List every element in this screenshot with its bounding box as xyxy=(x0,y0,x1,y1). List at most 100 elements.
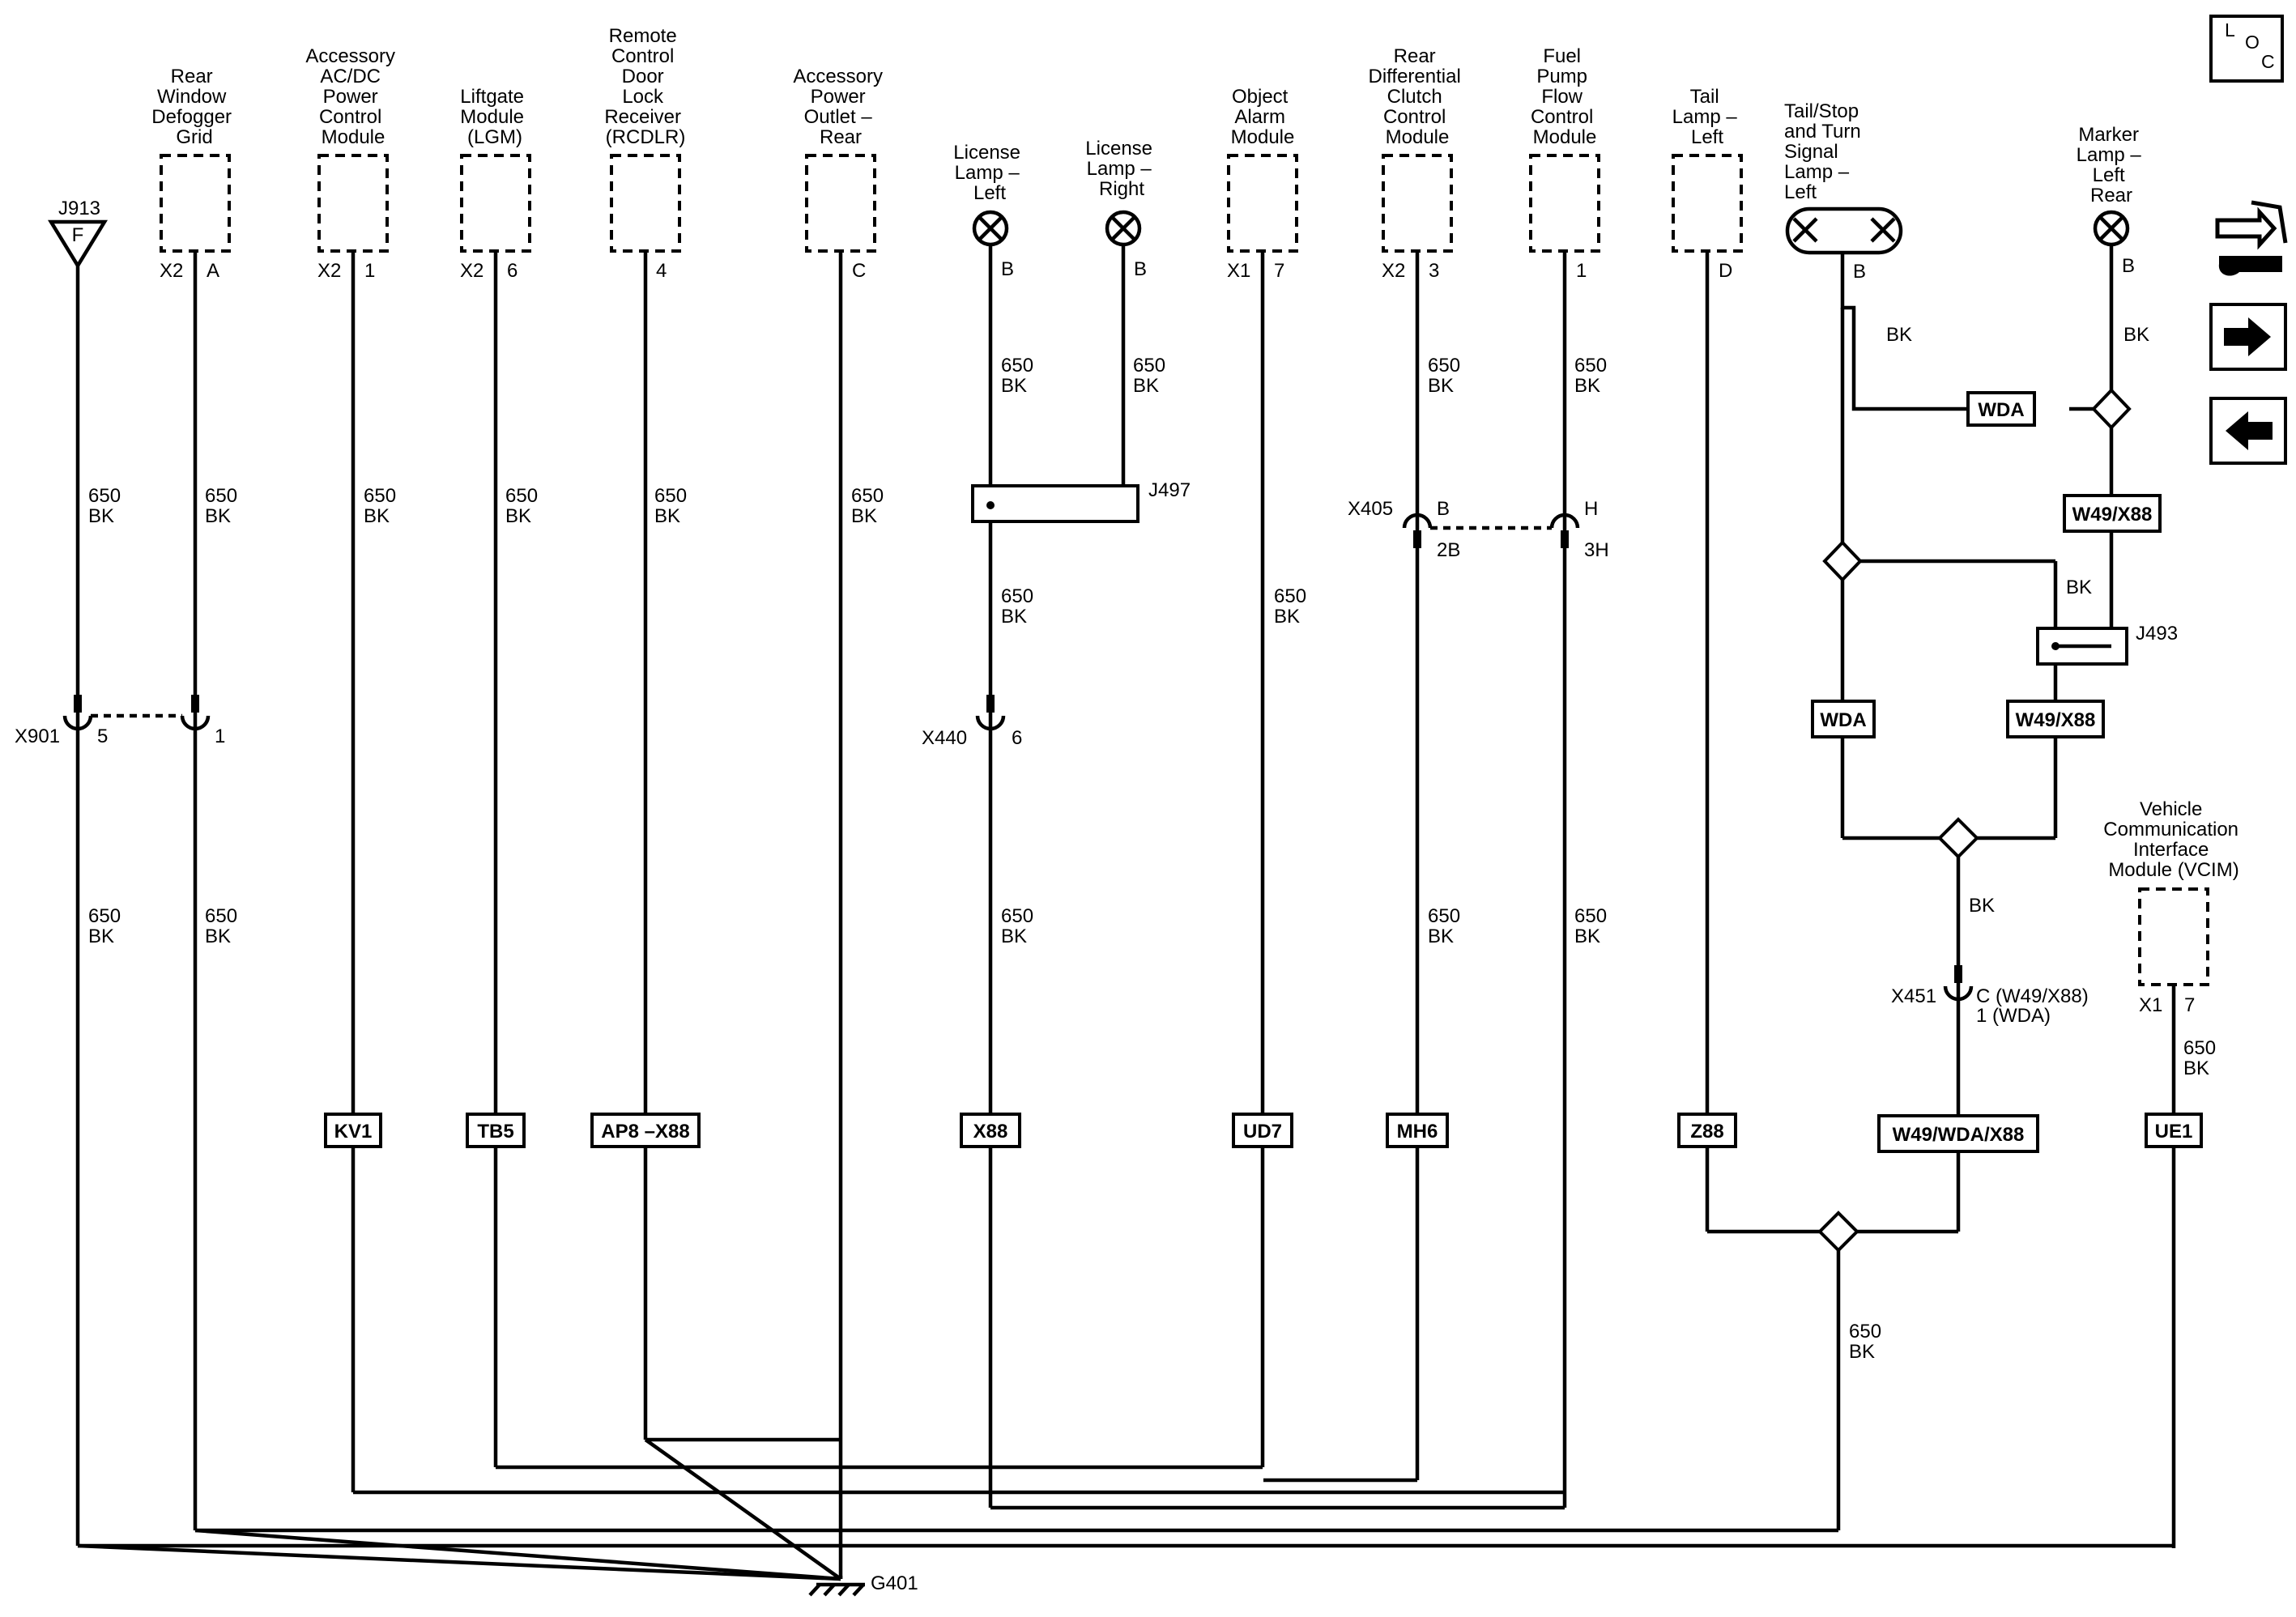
svg-text:C: C xyxy=(2261,51,2275,72)
svg-text:C: C xyxy=(852,260,866,282)
svg-text:C (W49/X88): C (W49/X88) xyxy=(1976,985,2089,1007)
arrow-left-icon[interactable] xyxy=(2209,397,2287,465)
x405-connector: X405 B H 2B 3H xyxy=(1348,498,1609,561)
svg-text:1 (WDA): 1 (WDA) xyxy=(1976,1005,2051,1027)
svg-text:6: 6 xyxy=(1012,727,1022,749)
j913-pin-label: F xyxy=(72,224,84,246)
arrow-right-icon[interactable] xyxy=(2209,303,2287,371)
svg-text:X440: X440 xyxy=(922,727,967,749)
rear-diff-module-box xyxy=(1382,154,1453,253)
marker-lamp-left-rear-label: Marker Lamp – Left Rear xyxy=(2077,124,2147,206)
loc-icon[interactable]: L O C xyxy=(2209,15,2284,83)
option-boxes: KV1 TB5 AP8 –X88 X88 UD7 MH6 Z88 W49/WD xyxy=(324,391,2203,1153)
svg-text:W49/X88: W49/X88 xyxy=(2072,504,2153,526)
acc-power-outlet-box xyxy=(805,154,876,253)
j913-label: J913 xyxy=(58,198,100,219)
option-mh6: MH6 xyxy=(1386,1113,1449,1148)
rear-defogger-box xyxy=(160,154,231,253)
svg-text:UE1: UE1 xyxy=(2155,1121,2193,1143)
svg-text:TB5: TB5 xyxy=(477,1121,513,1143)
option-wda-mid: WDA xyxy=(1811,700,1876,738)
svg-text:X1: X1 xyxy=(1227,260,1250,282)
x901-connector: X901 5 1 xyxy=(15,695,225,747)
liftgate-module-label: Liftgate Module (LGM) xyxy=(460,86,529,148)
ground-label: G401 xyxy=(871,1572,918,1594)
fuel-pump-module-box xyxy=(1529,154,1600,253)
svg-text:AP8 –X88: AP8 –X88 xyxy=(601,1121,689,1143)
svg-text:7: 7 xyxy=(1274,260,1284,282)
object-alarm-module-box xyxy=(1227,154,1298,253)
svg-text:L: L xyxy=(2225,19,2235,40)
svg-text:X1: X1 xyxy=(2139,994,2162,1016)
svg-text:3H: 3H xyxy=(1584,539,1609,561)
svg-text:J497: J497 xyxy=(1148,479,1191,501)
rcdlr-label: Remote Control Door Lock Receiver (RCDLR… xyxy=(604,25,686,148)
j493-splice-pack: J493 xyxy=(2036,623,2178,666)
option-ue1: UE1 xyxy=(2145,1113,2203,1148)
svg-text:B: B xyxy=(2122,255,2135,277)
splices xyxy=(1817,388,2132,1253)
option-wda-top: WDA xyxy=(1966,391,2036,427)
option-ap8-x88: AP8 –X88 xyxy=(590,1113,701,1148)
svg-text:D: D xyxy=(1719,260,1732,282)
svg-text:X2: X2 xyxy=(1382,260,1405,282)
option-z88: Z88 xyxy=(1677,1113,1737,1148)
license-lamp-right-icon xyxy=(1105,210,1142,247)
acc-acdc-module-label: Accessory AC/DC Power Control Module xyxy=(305,45,400,148)
x440-connector: X440 6 xyxy=(922,695,1022,749)
svg-text:H: H xyxy=(1584,498,1598,520)
ground-g401: G401 xyxy=(808,1572,918,1597)
option-tb5: TB5 xyxy=(466,1113,526,1148)
splice-diamond xyxy=(2091,388,2132,430)
option-w49-wda-x88: W49/WDA/X88 xyxy=(1877,1114,2039,1153)
svg-text:3: 3 xyxy=(1429,260,1439,282)
svg-text:WDA: WDA xyxy=(1820,709,1866,731)
j913-triangle-icon xyxy=(47,219,109,270)
vcim-label: Vehicle Communication Interface Module (… xyxy=(2103,798,2243,881)
svg-text:WDA: WDA xyxy=(1978,399,2024,421)
svg-text:B: B xyxy=(1437,498,1450,520)
tail-stop-dual-lamp-icon xyxy=(1785,206,1903,255)
svg-text:W49/X88: W49/X88 xyxy=(2016,709,2096,731)
object-alarm-module-label: Object Alarm Module xyxy=(1231,86,1295,148)
license-lamp-left-label: License Lamp – Left xyxy=(953,142,1025,204)
rear-diff-clutch-module-label: Rear Differential Clutch Control Module xyxy=(1369,45,1467,148)
svg-text:B: B xyxy=(1134,258,1147,280)
svg-text:J493: J493 xyxy=(2136,623,2178,645)
svg-text:X2: X2 xyxy=(317,260,341,282)
rear-defogger-label: Rear Window Defogger Grid xyxy=(151,66,236,148)
side-icons: L O C xyxy=(2209,15,2288,465)
svg-text:O: O xyxy=(2245,32,2260,53)
marker-lamp-icon xyxy=(2093,210,2130,247)
wire-color-label: BK xyxy=(1886,324,1912,346)
svg-text:MH6: MH6 xyxy=(1397,1121,1438,1143)
rcdlr-box xyxy=(610,154,681,253)
svg-text:B: B xyxy=(1001,258,1014,280)
license-lamp-left-icon xyxy=(972,210,1009,247)
connector-end-view-icon[interactable] xyxy=(2215,200,2288,276)
fuel-pump-module-label: Fuel Pump Flow Control Module xyxy=(1531,45,1599,148)
svg-text:X451: X451 xyxy=(1891,985,1936,1007)
svg-text:W49/WDA/X88: W49/WDA/X88 xyxy=(1893,1124,2025,1146)
tail-lamp-box xyxy=(1672,154,1743,253)
splice-diamond xyxy=(1817,1211,1859,1253)
svg-text:Z88: Z88 xyxy=(1690,1121,1723,1143)
option-w49-x88-mid: W49/X88 xyxy=(2006,700,2105,738)
acc-power-outlet-label: Accessory Power Outlet – Rear xyxy=(793,66,888,148)
splice-diamond xyxy=(1937,817,1979,859)
